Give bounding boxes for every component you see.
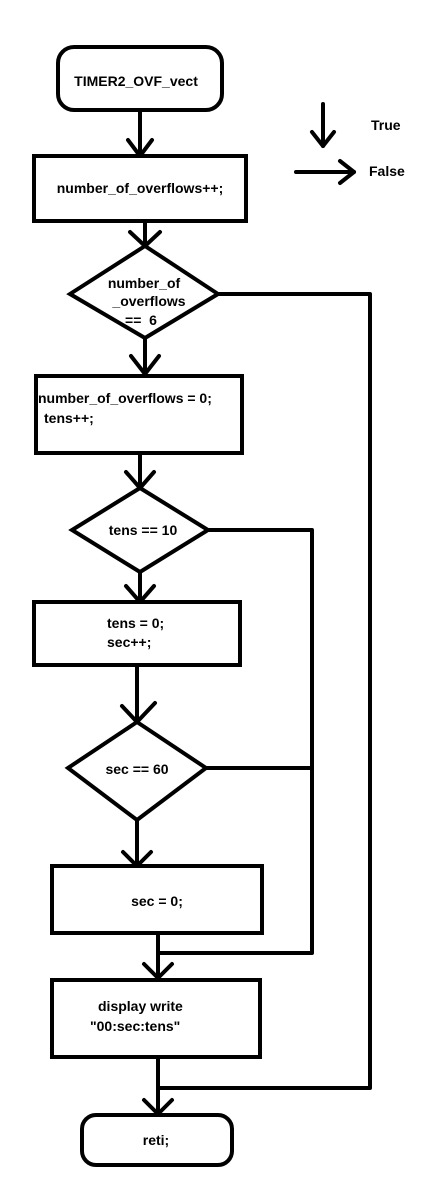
decision-shape <box>68 485 212 575</box>
decision-shape <box>66 243 222 341</box>
arrow-right-icon <box>338 159 356 185</box>
end-label: reti; <box>143 1132 169 1148</box>
process-shape <box>32 154 248 223</box>
node-end: reti; <box>80 1113 234 1167</box>
check-sec-label: sec == 60 <box>105 761 168 777</box>
legend-false-label: False <box>369 163 405 179</box>
check-tens-label: tens == 10 <box>109 522 178 538</box>
node-increment-overflows: number_of_overflows++; <box>32 154 248 223</box>
node-reset-sec: sec = 0; <box>50 864 264 935</box>
display-write-line1: display write <box>98 998 183 1014</box>
reset-tens-line1: tens = 0; <box>107 615 164 631</box>
node-display-write: display write "00:sec:tens" <box>50 978 262 1059</box>
process-shape <box>50 978 262 1059</box>
node-check-overflows: number_of _overflows == 6 <box>66 243 222 341</box>
increment-overflows-label: number_of_overflows++; <box>57 180 224 196</box>
terminal-shape <box>56 45 224 112</box>
check-overflows-line1: number_of <box>108 275 181 291</box>
reset-overflows-line2: tens++; <box>44 410 94 426</box>
reset-sec-label: sec = 0; <box>131 893 183 909</box>
node-check-tens: tens == 10 <box>68 485 212 575</box>
edge-check-overflows-false <box>156 292 372 1090</box>
decision-shape <box>64 719 210 823</box>
check-overflows-line2: _overflows <box>111 293 185 309</box>
terminal-shape <box>80 1113 234 1167</box>
legend: True False <box>294 102 405 185</box>
display-write-line2: "00:sec:tens" <box>90 1018 180 1034</box>
node-check-sec: sec == 60 <box>64 719 210 823</box>
check-overflows-line3: == 6 <box>125 312 157 328</box>
reset-overflows-line1: number_of_overflows = 0; <box>38 390 212 406</box>
reset-tens-line2: sec++; <box>107 634 151 650</box>
legend-true-label: True <box>371 117 401 133</box>
process-shape <box>32 600 242 667</box>
node-reset-overflows: number_of_overflows = 0; tens++; <box>34 374 244 455</box>
edge-check-tens-false <box>156 528 314 955</box>
process-shape <box>34 374 244 455</box>
start-label: TIMER2_OVF_vect <box>74 73 198 89</box>
node-start: TIMER2_OVF_vect <box>56 45 224 112</box>
node-reset-tens: tens = 0; sec++; <box>32 600 242 667</box>
arrow-down-icon <box>310 130 336 148</box>
process-shape <box>50 864 264 935</box>
